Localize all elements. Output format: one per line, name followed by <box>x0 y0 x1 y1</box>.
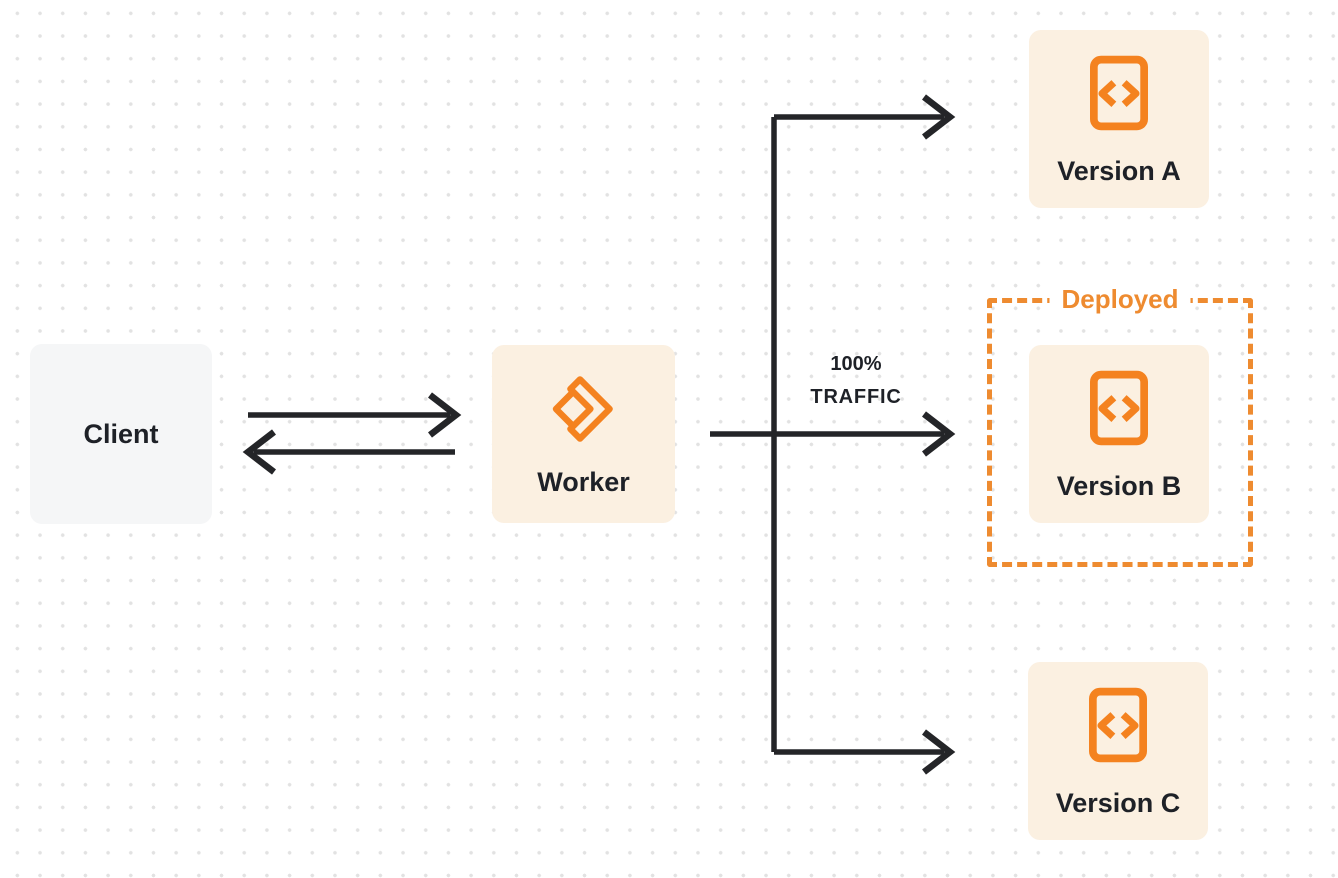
worker-label: Worker <box>537 467 630 497</box>
traffic-word: TRAFFIC <box>810 386 902 408</box>
node-client: Client <box>30 344 212 524</box>
version-b-label: Version B <box>1056 471 1182 501</box>
deployed-label: Deployed <box>1049 283 1191 315</box>
code-file-icon <box>1089 687 1147 763</box>
code-file-icon <box>1090 55 1148 131</box>
node-version-c: Version C <box>1028 662 1208 840</box>
version-a-label: Version A <box>1057 156 1181 186</box>
arrow-client-to-worker <box>248 392 462 438</box>
deployed-region: Deployed <box>987 283 1253 567</box>
workers-logo-icon <box>552 376 613 442</box>
traffic-percent: 100% <box>830 353 882 375</box>
node-version-a: Version A <box>1029 30 1209 208</box>
client-label: Client <box>83 419 159 449</box>
node-version-b: Version B <box>1029 345 1209 523</box>
node-worker: Worker <box>492 345 675 523</box>
traffic-split-connector <box>710 94 956 775</box>
version-c-label: Version C <box>1055 788 1181 818</box>
code-file-icon <box>1090 370 1148 446</box>
traffic-annotation: 100% TRAFFIC <box>781 348 931 414</box>
arrow-worker-to-client <box>242 429 455 475</box>
